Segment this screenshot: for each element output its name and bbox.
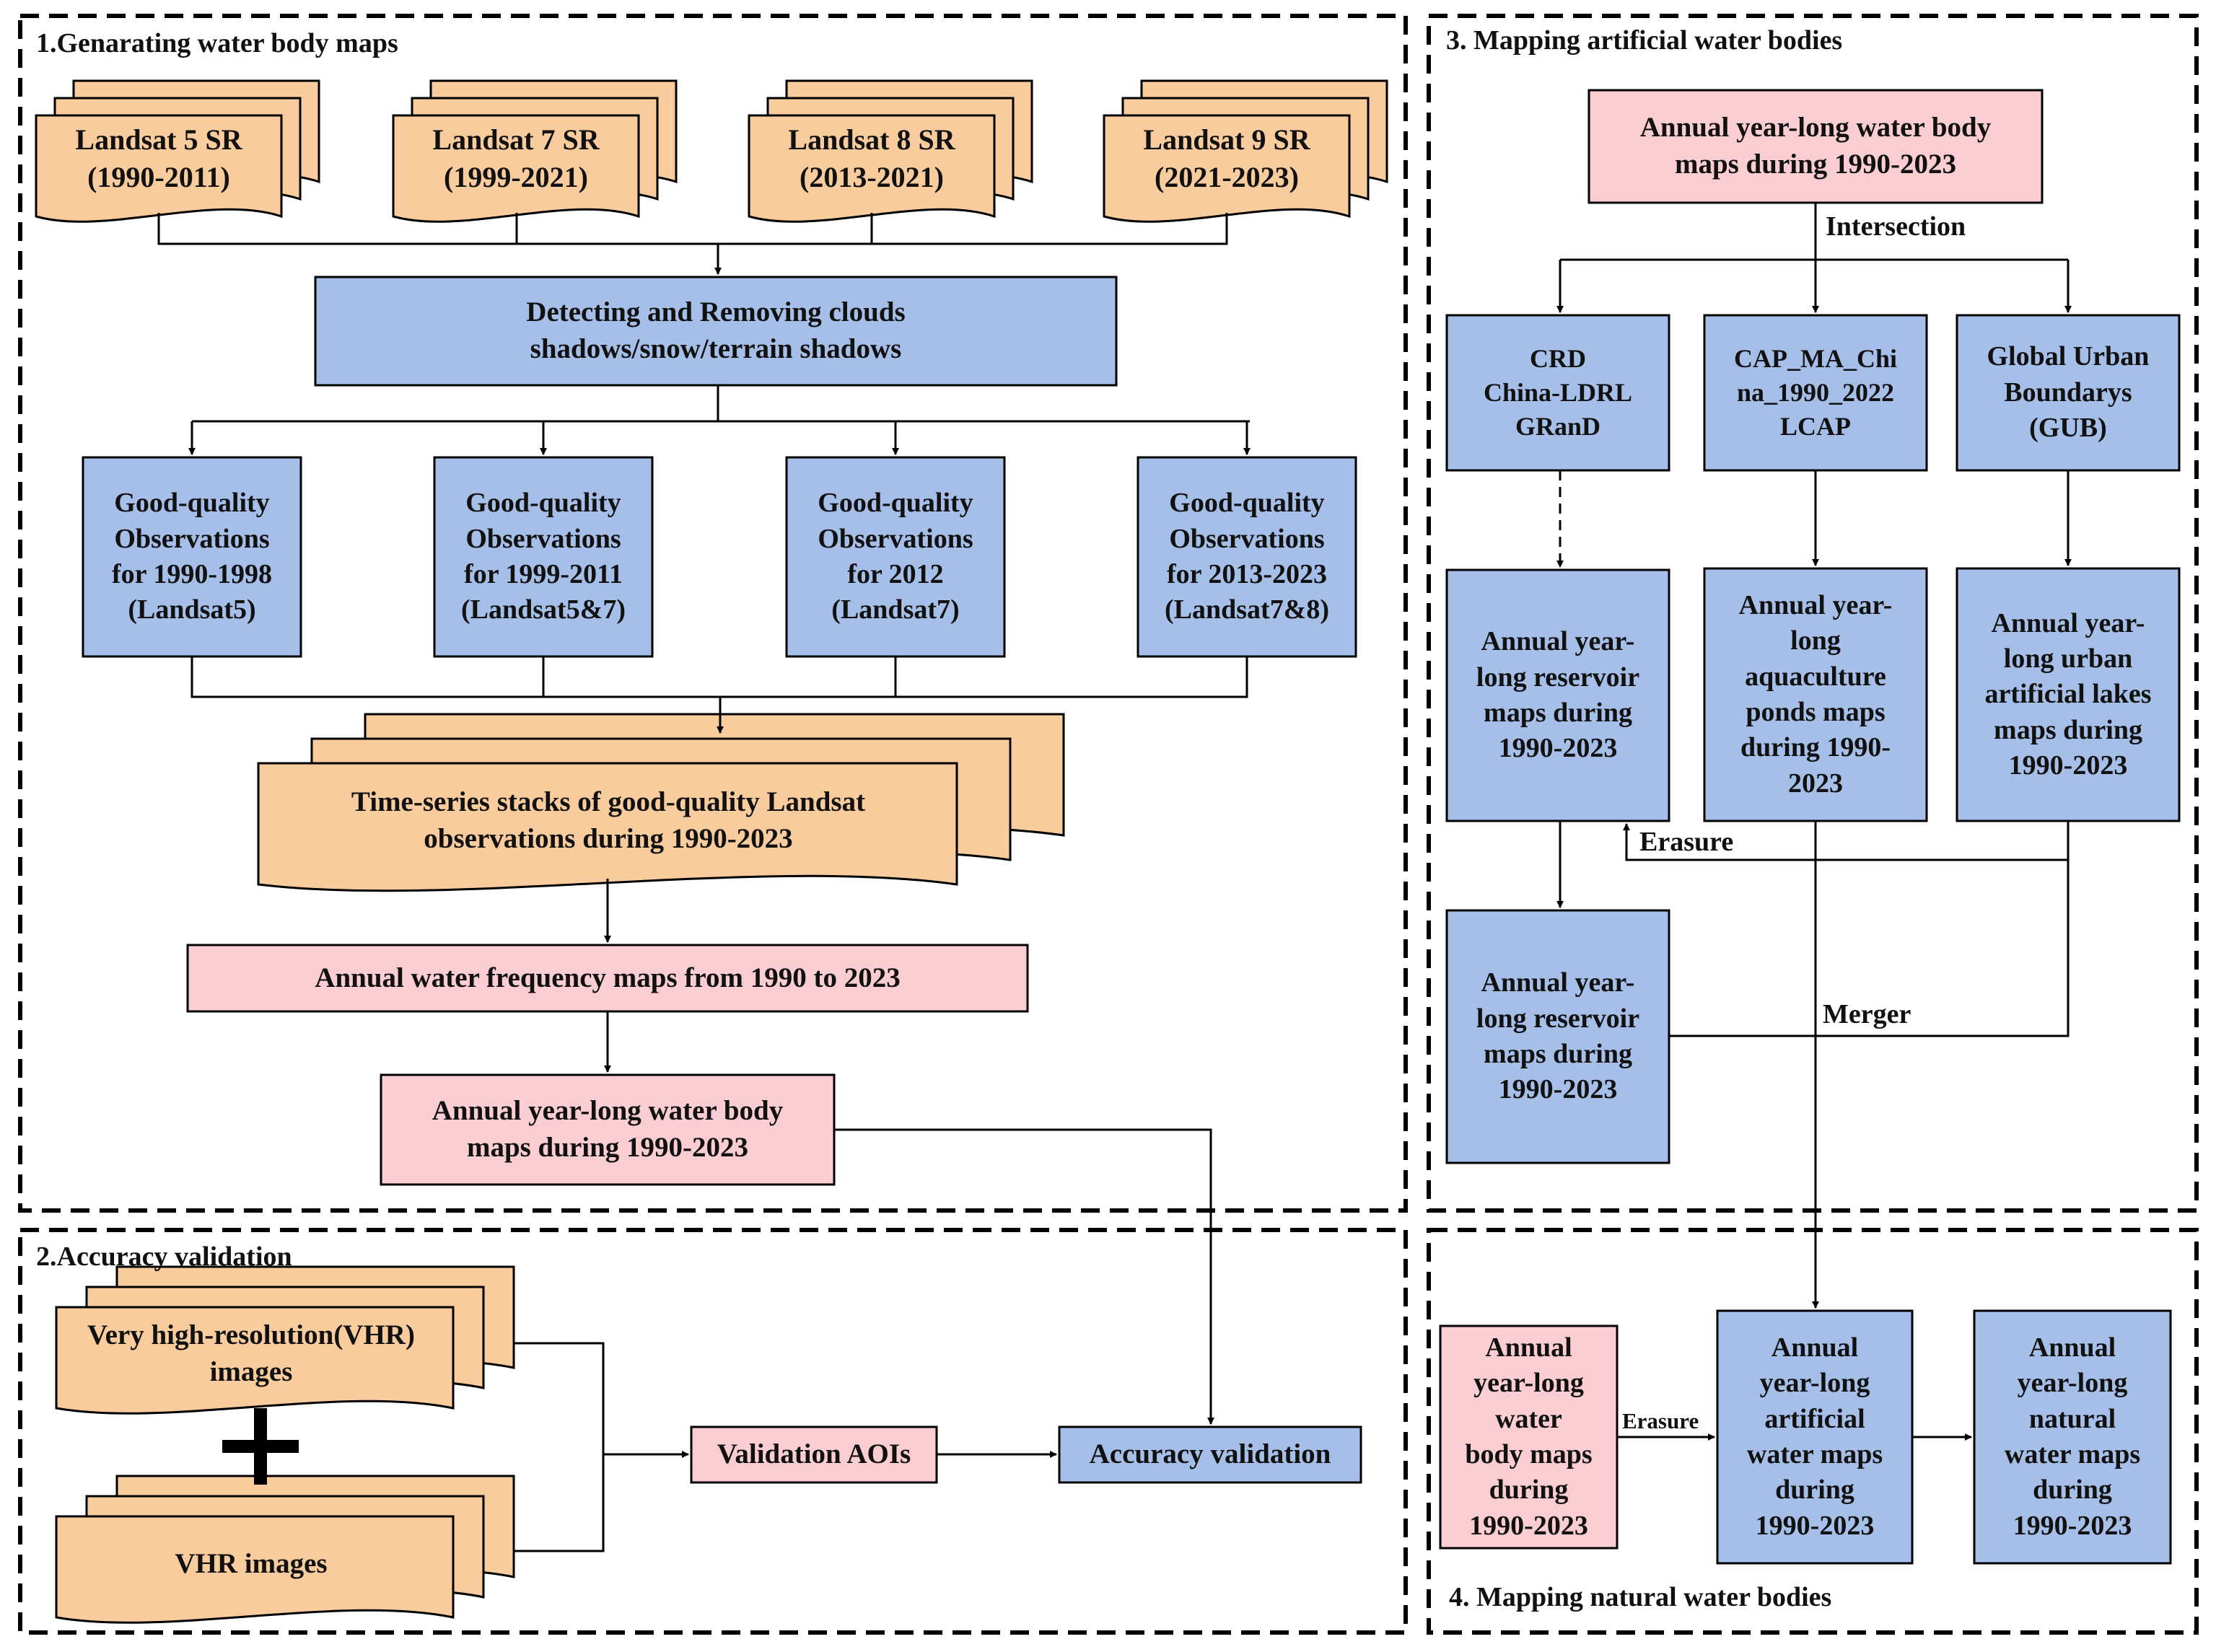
erasure-top-label: Erasure bbox=[1639, 827, 1734, 857]
plus-icon bbox=[222, 1408, 299, 1485]
merger-label: Merger bbox=[1823, 999, 1911, 1029]
section-1-title: 1.Genarating water body maps bbox=[36, 28, 398, 58]
merger-line bbox=[1669, 860, 2070, 1037]
section-1-frame bbox=[18, 14, 1408, 1213]
vhr-doc bbox=[55, 1306, 455, 1415]
obs-merge-line bbox=[190, 656, 1248, 698]
vhr2-doc bbox=[55, 1515, 455, 1624]
artificial-box bbox=[1716, 1309, 1914, 1565]
obs3-box bbox=[785, 456, 1006, 658]
waterbody-box bbox=[1439, 1324, 1619, 1550]
freq-box bbox=[186, 944, 1029, 1013]
reservoir1-box bbox=[1445, 568, 1670, 822]
section-3-frame bbox=[1427, 14, 2199, 1213]
reservoir2-box bbox=[1445, 909, 1670, 1164]
crd-box bbox=[1445, 314, 1670, 472]
erasure-top-line bbox=[1623, 821, 2070, 861]
aois-box bbox=[690, 1425, 938, 1484]
yearlong-right-box bbox=[1587, 89, 2044, 204]
gub-box bbox=[1956, 314, 2181, 472]
section-2-frame bbox=[18, 1228, 1408, 1635]
obs1-box bbox=[82, 456, 302, 658]
landsat7-doc bbox=[392, 114, 640, 223]
natural-box bbox=[1973, 1309, 2172, 1565]
landsat8-doc bbox=[748, 114, 996, 223]
accuracy-box bbox=[1058, 1425, 1362, 1484]
aquaculture-box bbox=[1703, 567, 1928, 822]
urbanlakes-box bbox=[1956, 567, 2181, 822]
cap-box bbox=[1703, 314, 1928, 472]
obs4-box bbox=[1137, 456, 1357, 658]
landsat-merge-line bbox=[157, 213, 1228, 245]
landsat5-doc bbox=[35, 114, 283, 223]
intersection-split-line bbox=[1560, 203, 2068, 261]
section-4-frame bbox=[1427, 1228, 2199, 1635]
yearlong-left-box bbox=[380, 1073, 836, 1186]
obs2-box bbox=[433, 456, 654, 658]
clouds-split-line bbox=[192, 385, 1250, 423]
intersection-label: Intersection bbox=[1826, 211, 1966, 242]
section-3-title: 3. Mapping artificial water bodies bbox=[1446, 25, 1843, 56]
arrow-yearlong-to-accuracy bbox=[834, 1128, 1214, 1425]
erasure-bottom-label: Erasure bbox=[1622, 1408, 1699, 1433]
stacks-doc bbox=[257, 762, 958, 892]
section-2-title: 2.Accuracy validation bbox=[36, 1242, 292, 1272]
landsat9-doc bbox=[1103, 114, 1351, 223]
vhr-merge-line bbox=[514, 1342, 605, 1552]
section-4-title: 4. Mapping natural water bodies bbox=[1449, 1582, 1832, 1612]
clouds-box bbox=[314, 276, 1118, 387]
